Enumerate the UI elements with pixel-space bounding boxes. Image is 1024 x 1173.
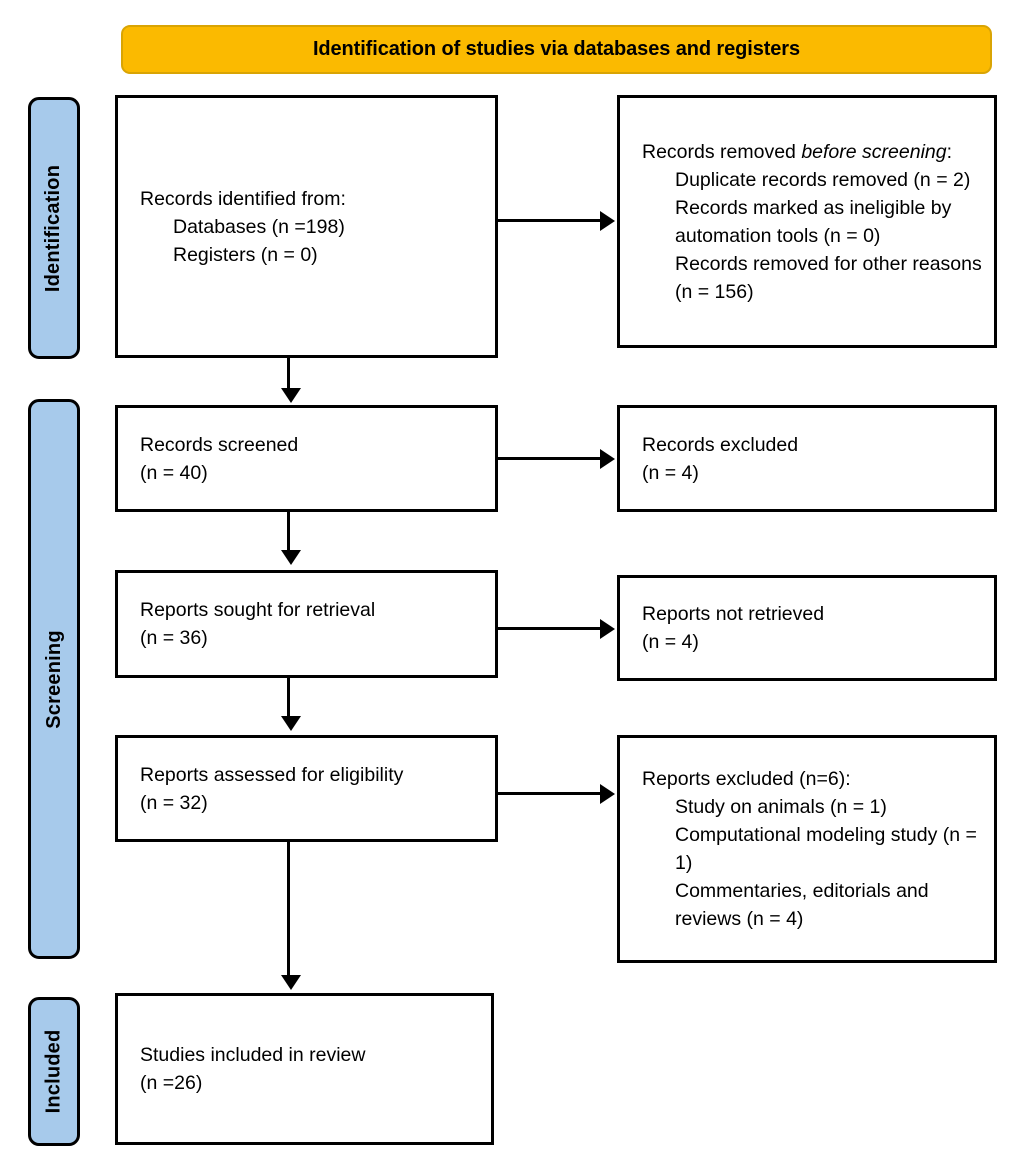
box-records-identified: Records identified from: Databases (n =1… — [115, 95, 498, 358]
box-reports-sought-content: Reports sought for retrieval (n = 36) — [118, 596, 495, 652]
connector-identified-to-screened — [287, 358, 290, 390]
text-line: Reports not retrieved — [642, 603, 825, 625]
connector-assessed-to-excluded-reports — [498, 792, 602, 795]
box-studies-included-content: Studies included in review (n =26) — [118, 1041, 491, 1097]
stage-label-included-text: Included — [42, 1029, 65, 1114]
connector-sought-to-not-retrieved — [498, 627, 602, 630]
stage-label-screening: Screening — [28, 399, 80, 959]
connector-identified-to-removed — [498, 219, 602, 222]
text-line: (n = 32) — [140, 791, 208, 814]
box-studies-included-in-review: Studies included in review (n =26) — [115, 993, 494, 1145]
arrowhead-right-icon — [600, 784, 615, 804]
text-line: Records identified from: — [140, 187, 346, 210]
box-records-screened-content: Records screened (n = 40) — [118, 431, 495, 487]
heading-colon: : — [946, 140, 953, 163]
text-line: Databases (n =198) — [173, 215, 345, 238]
arrowhead-down-icon — [281, 975, 301, 990]
stage-label-identification-text: Identification — [42, 164, 65, 292]
box-records-excluded-content: Records excluded (n = 4) — [620, 431, 994, 487]
connector-screened-to-sought — [287, 512, 290, 552]
text-line: Study on animals (n = 1) — [675, 796, 887, 818]
box-records-removed-content: Records removed before screening: Duplic… — [620, 138, 994, 306]
text-line: (n = 4) — [642, 461, 699, 484]
text-line: Registers (n = 0) — [173, 243, 318, 266]
text-line: Reports sought for retrieval — [140, 599, 376, 621]
heading-italic: before screening — [801, 140, 947, 163]
arrowhead-right-icon — [600, 211, 615, 231]
stage-label-included: Included — [28, 997, 80, 1146]
text-line: Reports assessed for eligibility — [140, 763, 404, 786]
text-line: (n =26) — [140, 1072, 203, 1094]
connector-sought-to-assessed — [287, 678, 290, 718]
text-line: (n = 4) — [642, 631, 699, 653]
box-reports-assessed-for-eligibility: Reports assessed for eligibility (n = 32… — [115, 735, 498, 842]
arrowhead-right-icon — [600, 449, 615, 469]
heading-plain: Records removed — [642, 140, 802, 163]
stage-label-identification: Identification — [28, 97, 80, 359]
stage-label-screening-text: Screening — [42, 629, 65, 729]
text-line: Records marked as ineligible by automati… — [675, 196, 957, 247]
box-reports-excluded-content: Reports excluded (n=6): Study on animals… — [620, 765, 994, 933]
box-reports-excluded: Reports excluded (n=6): Study on animals… — [617, 735, 997, 963]
text-line: (n = 40) — [140, 461, 208, 484]
arrowhead-down-icon — [281, 388, 301, 403]
box-records-identified-content: Records identified from: Databases (n =1… — [118, 185, 495, 269]
text-line: Records screened — [140, 433, 299, 456]
box-records-removed-before-screening: Records removed before screening: Duplic… — [617, 95, 997, 348]
text-line: Duplicate records removed (n = 2) — [675, 168, 971, 191]
box-reports-not-retrieved: Reports not retrieved (n = 4) — [617, 575, 997, 681]
text-line: (n = 36) — [140, 627, 208, 649]
banner-identification-header: Identification of studies via databases … — [121, 25, 992, 74]
banner-title: Identification of studies via databases … — [312, 38, 801, 60]
arrowhead-down-icon — [281, 716, 301, 731]
arrowhead-right-icon — [600, 619, 615, 639]
text-line: Commentaries, editorials and reviews (n … — [675, 880, 935, 930]
box-reports-not-retrieved-content: Reports not retrieved (n = 4) — [620, 600, 994, 656]
text-line: Records removed for other reasons (n = 1… — [675, 252, 988, 303]
box-reports-sought-for-retrieval: Reports sought for retrieval (n = 36) — [115, 570, 498, 678]
text-line: Studies included in review — [140, 1044, 366, 1066]
text-line: Computational modeling study (n = 1) — [675, 824, 983, 874]
connector-screened-to-excluded — [498, 457, 602, 460]
text-heading: Records removed before screening: — [642, 138, 982, 166]
text-line: Records excluded — [642, 433, 799, 456]
box-records-screened: Records screened (n = 40) — [115, 405, 498, 512]
text-heading: Reports excluded (n=6): — [642, 768, 851, 790]
connector-assessed-to-included — [287, 842, 290, 977]
box-records-excluded: Records excluded (n = 4) — [617, 405, 997, 512]
box-reports-assessed-content: Reports assessed for eligibility (n = 32… — [118, 761, 495, 817]
arrowhead-down-icon — [281, 550, 301, 565]
